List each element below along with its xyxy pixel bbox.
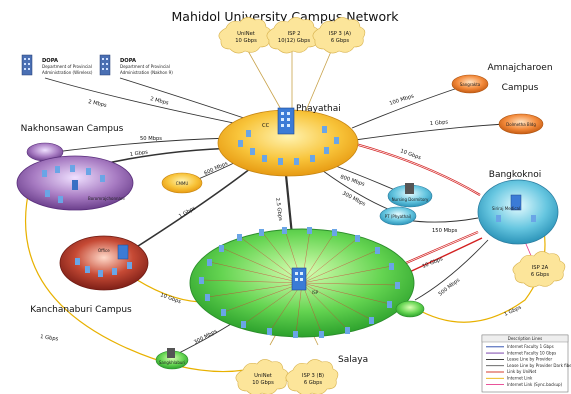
- cloud-isp3b-bottom: ISP 3 (B) 6 Gbps: [285, 359, 339, 394]
- cloud-speed: 6 Gbps: [531, 272, 550, 278]
- campus-label-phayathai: Phayathai: [296, 104, 341, 114]
- campus-label-bangkoknoi: Bangkoknoi: [489, 170, 541, 180]
- cloud-name: UniNet: [237, 31, 255, 37]
- link-label-nakhon-cc: 50 Mbps: [140, 136, 162, 142]
- cloud-isp3a-top: ISP 3 (A) 6 Gbps: [312, 17, 366, 54]
- dopa-line1: Department of Provincial: [120, 64, 170, 69]
- link-label-salaya-pt: 500 Mbps: [438, 277, 462, 297]
- campus-label-kanchanaburi: Kanchanaburi Campus: [30, 305, 132, 315]
- cloud-name: ISP 3 (A): [329, 31, 351, 37]
- link-label-pt-bk: 150 Mbps: [432, 228, 458, 234]
- link-label-nakhon-salaya: 1 Gbps: [40, 334, 59, 343]
- link-label-salaya-right: 1 Gbps: [503, 305, 522, 318]
- dopa-1: DOPA Department of Provincial Administra…: [21, 54, 93, 76]
- dopa-2: DOPA Department of Provincial Administra…: [99, 54, 173, 76]
- dopa-line2: Administration (Wireless): [42, 70, 93, 75]
- nakhonsawan-cluster: Boromrajchonnani: [16, 142, 134, 211]
- node-label: Dolmetha Bldg: [506, 122, 536, 127]
- legend-item-label: Internet Faculty 10 Gbps: [507, 350, 556, 355]
- amnaj-node-rk: Sangrakta: [451, 74, 489, 94]
- node-label: Siriraj Medical: [492, 206, 520, 211]
- node-label: Sangkhlaburi: [159, 360, 185, 365]
- node-label: PT (Phyathai): [385, 214, 412, 219]
- dopa-line1: Department of Provincial: [42, 64, 92, 69]
- cloud-speed: 10 Gbps: [235, 38, 257, 44]
- kanchanaburi-cluster: Office: [59, 235, 149, 291]
- legend: Description Lines Internet Faculty 1 Gbp…: [481, 334, 571, 393]
- link-label-sangkhla: 300 Mbps: [193, 328, 218, 345]
- campus-label-amnaj-line1: Amnajcharoen: [487, 63, 552, 73]
- link-label-salaya-bk: 10 Gbps: [422, 256, 445, 270]
- cloud-uninet-bottom: UniNet 10 Gbps: [235, 359, 289, 394]
- dopa-line2: Administration (Nakhon 9): [120, 70, 173, 75]
- salaya-side-node: [395, 300, 425, 318]
- cmmu-node: CMMU: [161, 172, 203, 194]
- cloud-speed: 6 Gbps: [304, 380, 323, 386]
- cloud-speed: 10(12) Gbps: [278, 38, 311, 44]
- dopa-title: DOPA: [42, 58, 58, 64]
- cloud-isp2-top: ISP 2 10(12) Gbps: [266, 17, 320, 54]
- link-label-dopa2: 2 Mbps: [150, 96, 170, 106]
- link-label-pt: 300 Mbps: [341, 190, 366, 207]
- link-label-nakhon-cc2: 1 Gbps: [129, 149, 148, 158]
- node-label: ISP: [312, 290, 319, 295]
- cloud-uninet-top: UniNet 10 Gbps: [218, 17, 272, 54]
- node-label-cc: CC: [262, 123, 270, 129]
- cloud-name: UniNet: [254, 373, 272, 379]
- cloud-name: ISP 2A: [532, 265, 549, 271]
- bangkoknoi-cluster: Siriraj Medical: [477, 179, 559, 245]
- legend-item-label: Lease Line by Provider Dark fiber: [507, 363, 571, 368]
- link-label-kanchana: 1 Gbps: [178, 205, 197, 219]
- nursing-node: Nursing Dormitory: [387, 183, 433, 208]
- link-label-cmmu: 600 Mbps: [203, 161, 229, 177]
- node-label: Nursing Dormitory: [392, 197, 429, 202]
- campus-label-nakhonsawan: Nakhonsawan Campus: [21, 124, 124, 134]
- legend-item-label: Internet Link: [507, 376, 533, 381]
- cloud-speed: 10 Gbps: [252, 380, 274, 386]
- node-label: Office: [98, 248, 110, 253]
- cloud-speed: 6 Gbps: [331, 38, 350, 44]
- legend-item-label: Link by UniNet: [507, 369, 537, 374]
- link-label-dopa1: 2 Mbps: [88, 99, 108, 109]
- legend-item-label: Lease Line by Provider: [507, 357, 552, 362]
- cloud-isp2a: ISP 2A 6 Gbps: [512, 251, 566, 288]
- cloud-name: ISP 2: [288, 31, 301, 37]
- link-label-amnaj-bldg: 1 Gbps: [430, 119, 449, 127]
- cloud-name: ISP 3 (B): [302, 373, 324, 379]
- dopa-title: DOPA: [120, 58, 136, 64]
- campus-label-salaya: Salaya: [338, 355, 368, 365]
- node-label: Sangrakta: [460, 82, 481, 87]
- legend-title: Description Lines: [508, 336, 542, 341]
- legend-item-label: Internet Faculty 1 Gbps: [507, 344, 554, 349]
- sangkhla-node: Sangkhlaburi: [155, 348, 189, 370]
- link-label-cc-salaya: 2.5 Gbps: [274, 197, 283, 221]
- phayathai-cluster: CC: [217, 107, 359, 177]
- amnaj-node-bldg: Dolmetha Bldg: [498, 113, 544, 135]
- node-label: Boromrajchonnani: [88, 196, 125, 201]
- pt-node: PT (Phyathai): [379, 206, 417, 226]
- campus-label-amnaj-line2: Campus: [502, 83, 539, 93]
- legend-item-label: Internet Link (Sync.backup): [507, 382, 563, 387]
- salaya-cluster: ISP: [189, 227, 415, 338]
- node-label: CMMU: [176, 181, 189, 186]
- link-label-kanchana-salaya: 10 Gbps: [159, 292, 182, 305]
